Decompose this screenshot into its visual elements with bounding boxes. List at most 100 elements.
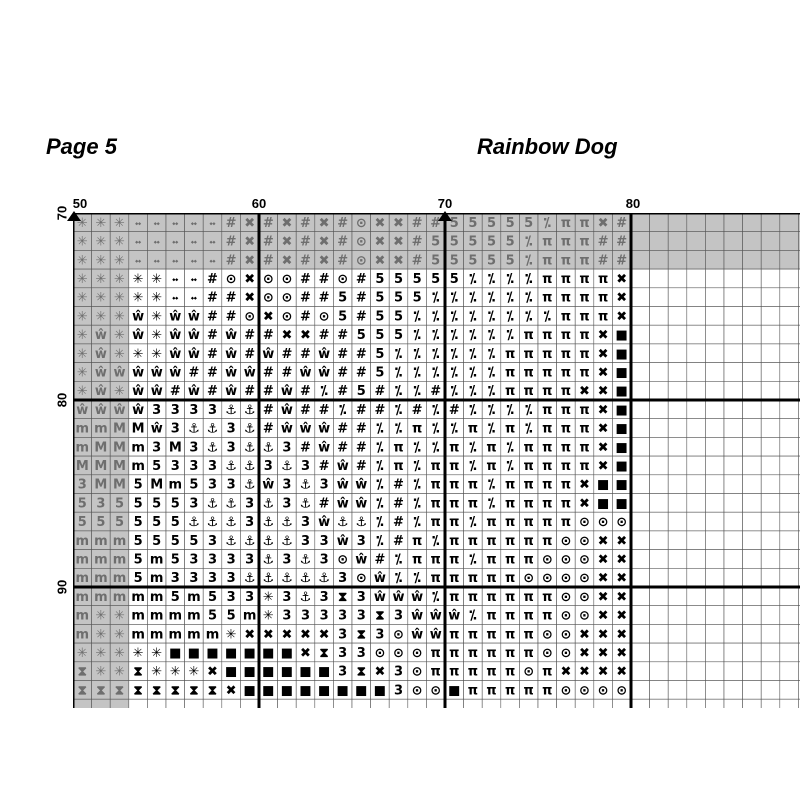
stitch-cell xyxy=(686,624,706,644)
stitch-symbol: ŵ xyxy=(188,309,200,324)
stitch-cell xyxy=(519,698,539,708)
stitch-symbol: π xyxy=(561,459,571,474)
stitch-symbol: π xyxy=(524,515,534,530)
stitch-symbol: ⁒ xyxy=(413,309,420,324)
stitch-cell xyxy=(426,698,446,708)
stitch-symbol: 3 xyxy=(171,403,180,418)
stitch-cell xyxy=(686,399,706,420)
stitch-symbol: π xyxy=(486,552,496,567)
stitch-symbol: ✳ xyxy=(114,272,125,287)
stitch-symbol: ⬩⬩ xyxy=(153,238,161,247)
stitch-symbol: ⁒ xyxy=(544,309,551,324)
stitch-symbol: 5 xyxy=(134,478,143,493)
stitch-symbol: π xyxy=(542,235,552,250)
stitch-symbol: ✖ xyxy=(393,235,404,250)
stitch-symbol: # xyxy=(337,422,348,437)
stitch-cell xyxy=(779,437,799,457)
stitch-cell xyxy=(705,511,725,532)
stitch-symbol: ⁒ xyxy=(544,216,551,231)
stitch-symbol: ⧗ xyxy=(357,665,366,680)
stitch-cell xyxy=(630,474,650,494)
stitch-symbol: π xyxy=(598,309,608,324)
stitch-symbol: ⚓ xyxy=(262,552,274,567)
stitch-symbol: π xyxy=(505,646,515,661)
stitch-symbol: # xyxy=(337,440,348,455)
stitch-cell xyxy=(723,661,743,681)
stitch-cell xyxy=(667,511,688,532)
stitch-symbol: # xyxy=(300,235,311,250)
stitch-cell xyxy=(723,698,743,708)
stitch-symbol: ✳ xyxy=(263,590,274,605)
stitch-symbol: π xyxy=(468,534,478,549)
stitch-symbol: ⁒ xyxy=(376,496,383,511)
stitch-symbol: π xyxy=(431,646,441,661)
stitch-symbol: 3 xyxy=(320,478,329,493)
stitch-cell xyxy=(202,698,223,708)
stitch-cell xyxy=(798,399,800,420)
stitch-symbol: ✳ xyxy=(95,609,106,624)
stitch-symbol: ■ xyxy=(225,665,237,680)
stitch-symbol: ⊙ xyxy=(226,272,237,287)
stitch-symbol: π xyxy=(579,328,589,343)
stitch-symbol: m xyxy=(94,571,108,586)
stitch-symbol: # xyxy=(319,291,330,306)
stitch-symbol: ✖ xyxy=(319,235,330,250)
stitch-symbol: ŵ xyxy=(95,384,107,399)
stitch-symbol: ⬩⬩ xyxy=(190,275,198,284)
stitch-symbol: ⚓ xyxy=(262,571,274,586)
stitch-symbol: ⬩⬩ xyxy=(190,256,198,265)
stitch-cell xyxy=(314,698,334,708)
stitch-symbol: ■ xyxy=(616,440,628,455)
stitch-symbol: π xyxy=(561,272,571,287)
stitch-symbol: # xyxy=(393,534,404,549)
stitch-symbol: ✖ xyxy=(579,665,590,680)
stitch-cell xyxy=(667,661,688,681)
stitch-symbol: 5 xyxy=(487,253,496,268)
stitch-symbol: M xyxy=(113,459,126,474)
stitch-cell xyxy=(630,324,650,345)
stitch-symbol: ✳ xyxy=(170,665,181,680)
stitch-symbol: # xyxy=(412,235,423,250)
stitch-symbol: ✳ xyxy=(95,216,106,231)
stitch-cell xyxy=(630,343,650,363)
stitch-symbol: ✖ xyxy=(616,534,627,549)
stitch-cell xyxy=(779,549,799,569)
stitch-symbol: # xyxy=(226,253,237,268)
stitch-cell xyxy=(779,362,799,382)
stitch-cell xyxy=(667,605,688,625)
stitch-symbol: 3 xyxy=(282,478,291,493)
stitch-symbol: ⁒ xyxy=(488,422,495,437)
stitch-symbol: ⁒ xyxy=(525,422,532,437)
stitch-symbol: π xyxy=(505,534,515,549)
stitch-symbol: ŵ xyxy=(318,440,330,455)
stitch-symbol: ⁒ xyxy=(469,291,476,306)
stitch-symbol: 3 xyxy=(227,422,236,437)
stitch-symbol: # xyxy=(170,384,181,399)
stitch-symbol: π xyxy=(449,552,459,567)
stitch-symbol: m xyxy=(76,422,90,437)
stitch-symbol: π xyxy=(468,496,478,511)
stitch-symbol: ⬩⬩ xyxy=(209,256,217,265)
stitch-symbol: ✳ xyxy=(151,347,162,362)
stitch-symbol: m xyxy=(76,552,90,567)
stitch-symbol: # xyxy=(393,515,404,530)
stitch-symbol: ŵ xyxy=(95,365,107,380)
stitch-symbol: m xyxy=(113,571,127,586)
stitch-symbol: ⚓ xyxy=(262,515,274,530)
stitch-symbol: π xyxy=(505,627,515,642)
stitch-symbol: ✖ xyxy=(319,253,330,268)
stitch-cell xyxy=(798,642,800,663)
stitch-symbol: ŵ xyxy=(244,365,256,380)
stitch-symbol: ⁒ xyxy=(488,272,495,287)
stitch-symbol: ⚓ xyxy=(281,534,293,549)
stitch-symbol: ⁒ xyxy=(432,590,439,605)
stitch-symbol: π xyxy=(449,571,459,586)
stitch-symbol: ŵ xyxy=(169,347,181,362)
stitch-symbol: ⚓ xyxy=(207,515,219,530)
stitch-symbol: 5 xyxy=(208,609,217,624)
stitch-symbol: ■ xyxy=(262,646,274,661)
stitch-symbol: ⊙ xyxy=(560,590,571,605)
stitch-cell xyxy=(723,493,743,513)
stitch-symbol: ⊙ xyxy=(393,646,404,661)
stitch-cell xyxy=(630,268,650,289)
